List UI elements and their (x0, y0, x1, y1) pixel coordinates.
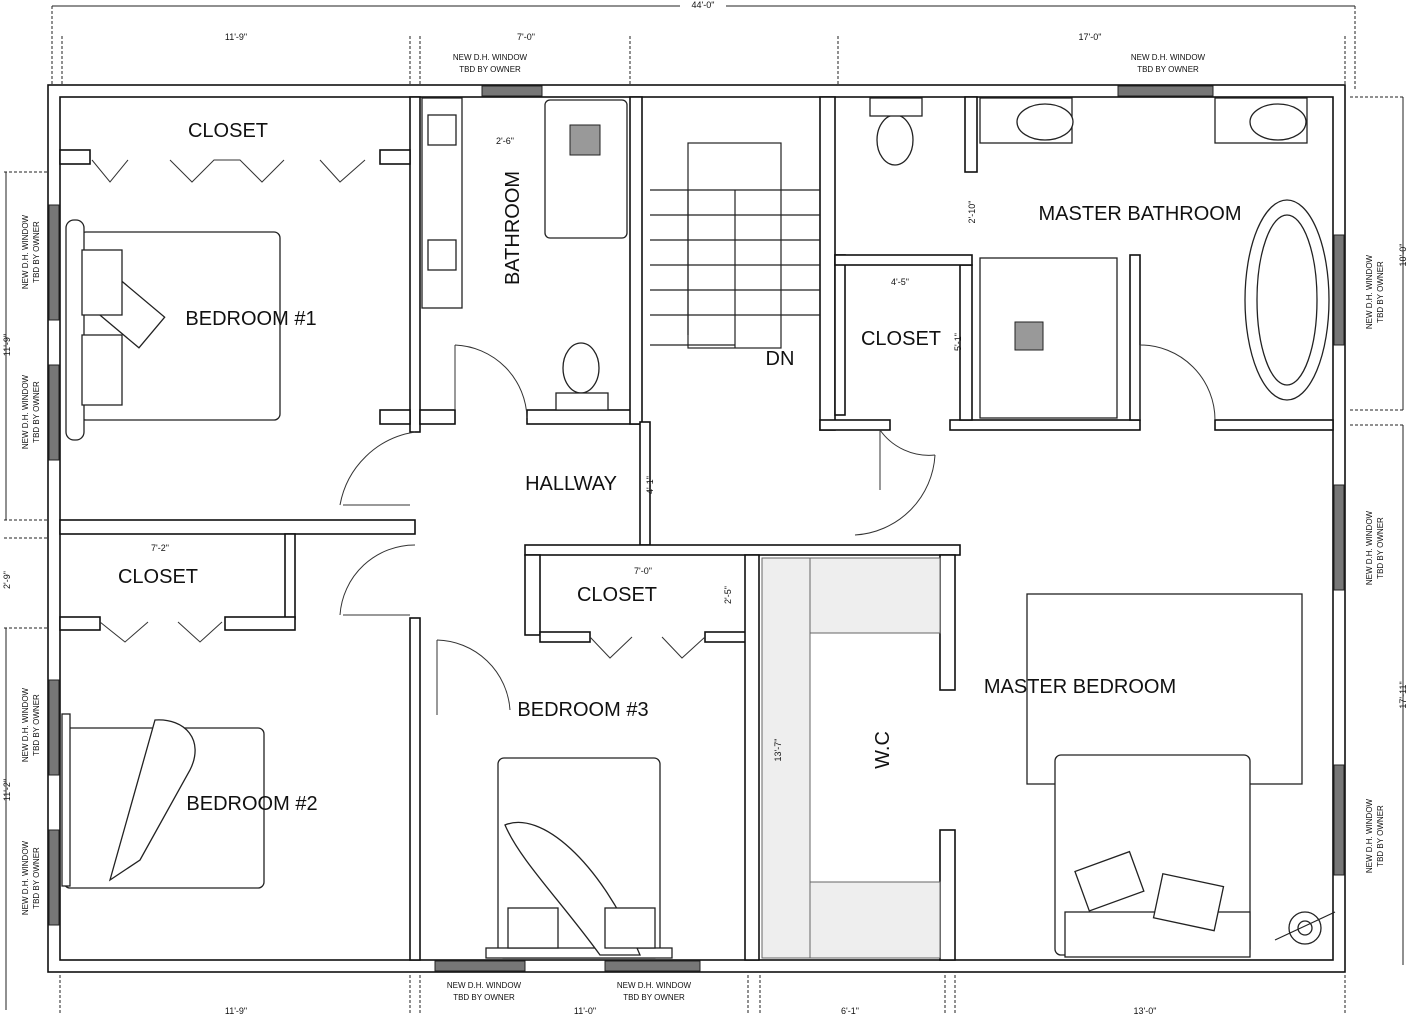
label-master-bathroom: MASTER BATHROOM (1039, 203, 1242, 225)
master-rug (1026, 593, 1303, 785)
label-closet-3: CLOSET (577, 584, 657, 606)
dim-left-1: 11'-9" (2, 334, 12, 356)
svg-text:TBD BY OWNER: TBD BY OWNER (32, 221, 41, 283)
dimension-lines (4, 5, 1404, 1015)
label-wc: W.C (872, 731, 894, 769)
window-bedroom1-b (48, 364, 60, 461)
dim-master-bath-wc: 2'-10" (967, 201, 977, 224)
window-top-master-bath (1117, 85, 1214, 97)
dim-overall-width: 44'-0" (692, 0, 715, 10)
dim-left-2: 2'-9" (2, 571, 12, 589)
label-closet-1: CLOSET (188, 120, 268, 142)
dim-top-1: 11'-9" (225, 32, 247, 42)
svg-text:TBD BY OWNER: TBD BY OWNER (32, 847, 41, 909)
window-note-left-1: NEW D.H. WINDOW TBD BY OWNER (21, 214, 41, 289)
dim-bottom-3: 6'-1" (841, 1006, 859, 1015)
svg-text:NEW D.H. WINDOW: NEW D.H. WINDOW (1365, 510, 1374, 585)
svg-text:NEW D.H. WINDOW: NEW D.H. WINDOW (1365, 254, 1374, 329)
dim-wc-length: 13'-7" (773, 739, 783, 762)
label-closet-2: CLOSET (118, 566, 198, 588)
svg-text:NEW D.H. WINDOW: NEW D.H. WINDOW (1131, 53, 1206, 62)
window-bedroom2-b (48, 829, 60, 926)
dim-left-3: 11'-2" (2, 779, 12, 801)
windows (48, 85, 1345, 972)
svg-text:TBD BY OWNER: TBD BY OWNER (1137, 65, 1199, 74)
window-note-top-bath: NEW D.H. WINDOW TBD BY OWNER (453, 53, 528, 74)
window-note-top-master-bath: NEW D.H. WINDOW TBD BY OWNER (1131, 53, 1206, 74)
master-toilet (876, 114, 914, 166)
label-bathroom: BATHROOM (502, 171, 524, 285)
dim-bottom-4: 13'-0" (1134, 1006, 1157, 1015)
window-note-right-1: NEW D.H. WINDOW TBD BY OWNER (1365, 254, 1385, 329)
staircase (650, 142, 820, 349)
bed-bedroom3 (485, 757, 673, 959)
window-bedroom1-a (48, 204, 60, 321)
dim-bottom-1: 11'-9" (225, 1006, 247, 1015)
window-note-left-3: NEW D.H. WINDOW TBD BY OWNER (21, 687, 41, 762)
bed-master (1054, 754, 1251, 958)
svg-text:NEW D.H. WINDOW: NEW D.H. WINDOW (453, 53, 528, 62)
dim-right-1: 10'-0" (1398, 244, 1408, 267)
window-master-bed-a (1333, 484, 1345, 591)
dim-bottom-2: 11'-0" (574, 1006, 596, 1015)
label-master-bedroom: MASTER BEDROOM (984, 676, 1176, 698)
window-bedroom3-a (434, 960, 526, 972)
doors (91, 159, 1216, 715)
dim-bath-vanity: 2'-6" (496, 136, 514, 146)
svg-text:TBD BY OWNER: TBD BY OWNER (453, 993, 515, 1002)
dim-top-3: 17'-0" (1079, 32, 1102, 42)
window-master-bath-east (1333, 234, 1345, 346)
svg-text:NEW D.H. WINDOW: NEW D.H. WINDOW (21, 687, 30, 762)
dim-top-2: 7'-0" (517, 32, 535, 42)
master-shower (979, 257, 1118, 419)
dim-hallway: 4'-1" (645, 476, 655, 494)
svg-text:TBD BY OWNER: TBD BY OWNER (32, 381, 41, 443)
svg-text:TBD BY OWNER: TBD BY OWNER (32, 694, 41, 756)
room-labels: CLOSET BATHROOM MASTER BATHROOM BEDROOM … (118, 120, 1242, 815)
window-note-left-4: NEW D.H. WINDOW TBD BY OWNER (21, 840, 41, 915)
ceiling-fan-icon (1274, 911, 1336, 945)
window-notes: NEW D.H. WINDOW TBD BY OWNER NEW D.H. WI… (21, 53, 1385, 1002)
bath-toilet (562, 342, 600, 394)
wc-closet-racks (761, 557, 941, 959)
svg-text:NEW D.H. WINDOW: NEW D.H. WINDOW (21, 214, 30, 289)
svg-text:TBD BY OWNER: TBD BY OWNER (1376, 261, 1385, 323)
label-master-closet: CLOSET (861, 328, 941, 350)
dim-right-2: 17'-11" (1398, 681, 1408, 708)
svg-text:TBD BY OWNER: TBD BY OWNER (1376, 517, 1385, 579)
window-note-bottom-2: NEW D.H. WINDOW TBD BY OWNER (617, 981, 692, 1002)
window-bedroom2-a (48, 679, 60, 776)
dim-master-closet-depth: 5'-1" (953, 333, 963, 351)
bed-bedroom1 (65, 219, 281, 441)
bed-bedroom2 (61, 713, 265, 889)
label-stair-down: DN (766, 348, 795, 370)
window-master-bed-b (1333, 764, 1345, 876)
svg-text:TBD BY OWNER: TBD BY OWNER (1376, 805, 1385, 867)
label-bedroom-1: BEDROOM #1 (185, 308, 316, 330)
window-note-right-2: NEW D.H. WINDOW TBD BY OWNER (1365, 510, 1385, 585)
dim-closet2-width: 7'-2" (151, 543, 169, 553)
dim-closet3-depth: 2'-5" (723, 586, 733, 604)
fixtures (61, 97, 1336, 959)
svg-text:NEW D.H. WINDOW: NEW D.H. WINDOW (1365, 798, 1374, 873)
svg-text:NEW D.H. WINDOW: NEW D.H. WINDOW (21, 840, 30, 915)
svg-text:TBD BY OWNER: TBD BY OWNER (459, 65, 521, 74)
label-hallway: HALLWAY (525, 473, 617, 495)
svg-text:NEW D.H. WINDOW: NEW D.H. WINDOW (447, 981, 522, 990)
window-note-right-3: NEW D.H. WINDOW TBD BY OWNER (1365, 798, 1385, 873)
bath-shower (544, 99, 628, 239)
label-bedroom-2: BEDROOM #2 (186, 793, 317, 815)
svg-text:NEW D.H. WINDOW: NEW D.H. WINDOW (21, 374, 30, 449)
window-note-bottom-1: NEW D.H. WINDOW TBD BY OWNER (447, 981, 522, 1002)
window-note-left-2: NEW D.H. WINDOW TBD BY OWNER (21, 374, 41, 449)
dim-master-closet-width: 4'-5" (891, 277, 909, 287)
label-bedroom-3: BEDROOM #3 (517, 699, 648, 721)
window-bedroom3-b (604, 960, 701, 972)
window-top-bath (481, 85, 543, 97)
dim-closet3-width: 7'-0" (634, 566, 652, 576)
svg-text:NEW D.H. WINDOW: NEW D.H. WINDOW (617, 981, 692, 990)
svg-text:TBD BY OWNER: TBD BY OWNER (623, 993, 685, 1002)
